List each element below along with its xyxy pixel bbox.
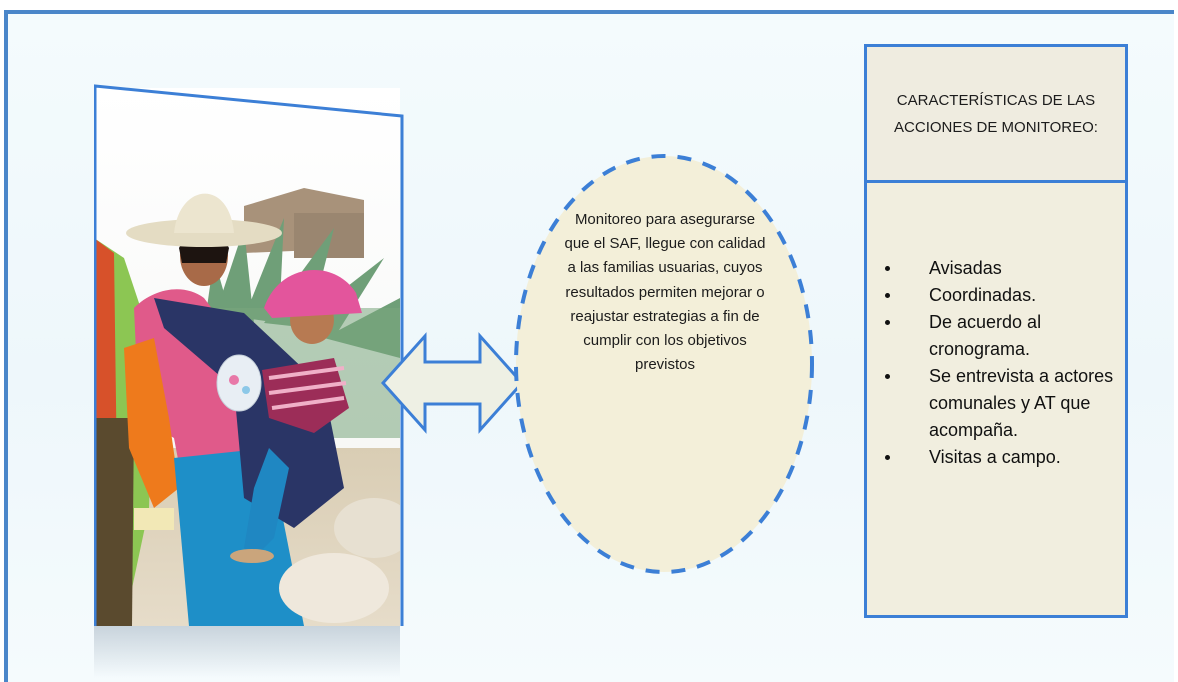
list-item: Coordinadas. (885, 282, 1129, 309)
monitoring-ellipse (514, 154, 814, 574)
characteristics-header: CARACTERÍSTICAS DE LAS ACCIONES DE MONIT… (864, 44, 1128, 180)
characteristics-title: CARACTERÍSTICAS DE LAS ACCIONES DE MONIT… (894, 91, 1098, 136)
list-item: Se entrevista a actores comunales y AT q… (885, 363, 1129, 444)
characteristics-list-box: Avisadas Coordinadas. De acuerdo al cron… (864, 180, 1128, 618)
list-item: Avisadas (885, 255, 1129, 282)
list-item: De acuerdo al cronograma. (885, 309, 1129, 363)
ellipse-text: Monitoreo para asegurarse que el SAF, ll… (564, 211, 766, 374)
double-arrow-icon (380, 332, 525, 434)
photo-illustration (94, 88, 400, 626)
top-strip (0, 0, 1178, 10)
list-item: Visitas a campo. (885, 444, 1129, 471)
photo-reflection (94, 626, 400, 678)
characteristics-list: Avisadas Coordinadas. De acuerdo al cron… (885, 255, 1129, 471)
photo-woman-and-child (94, 88, 400, 626)
